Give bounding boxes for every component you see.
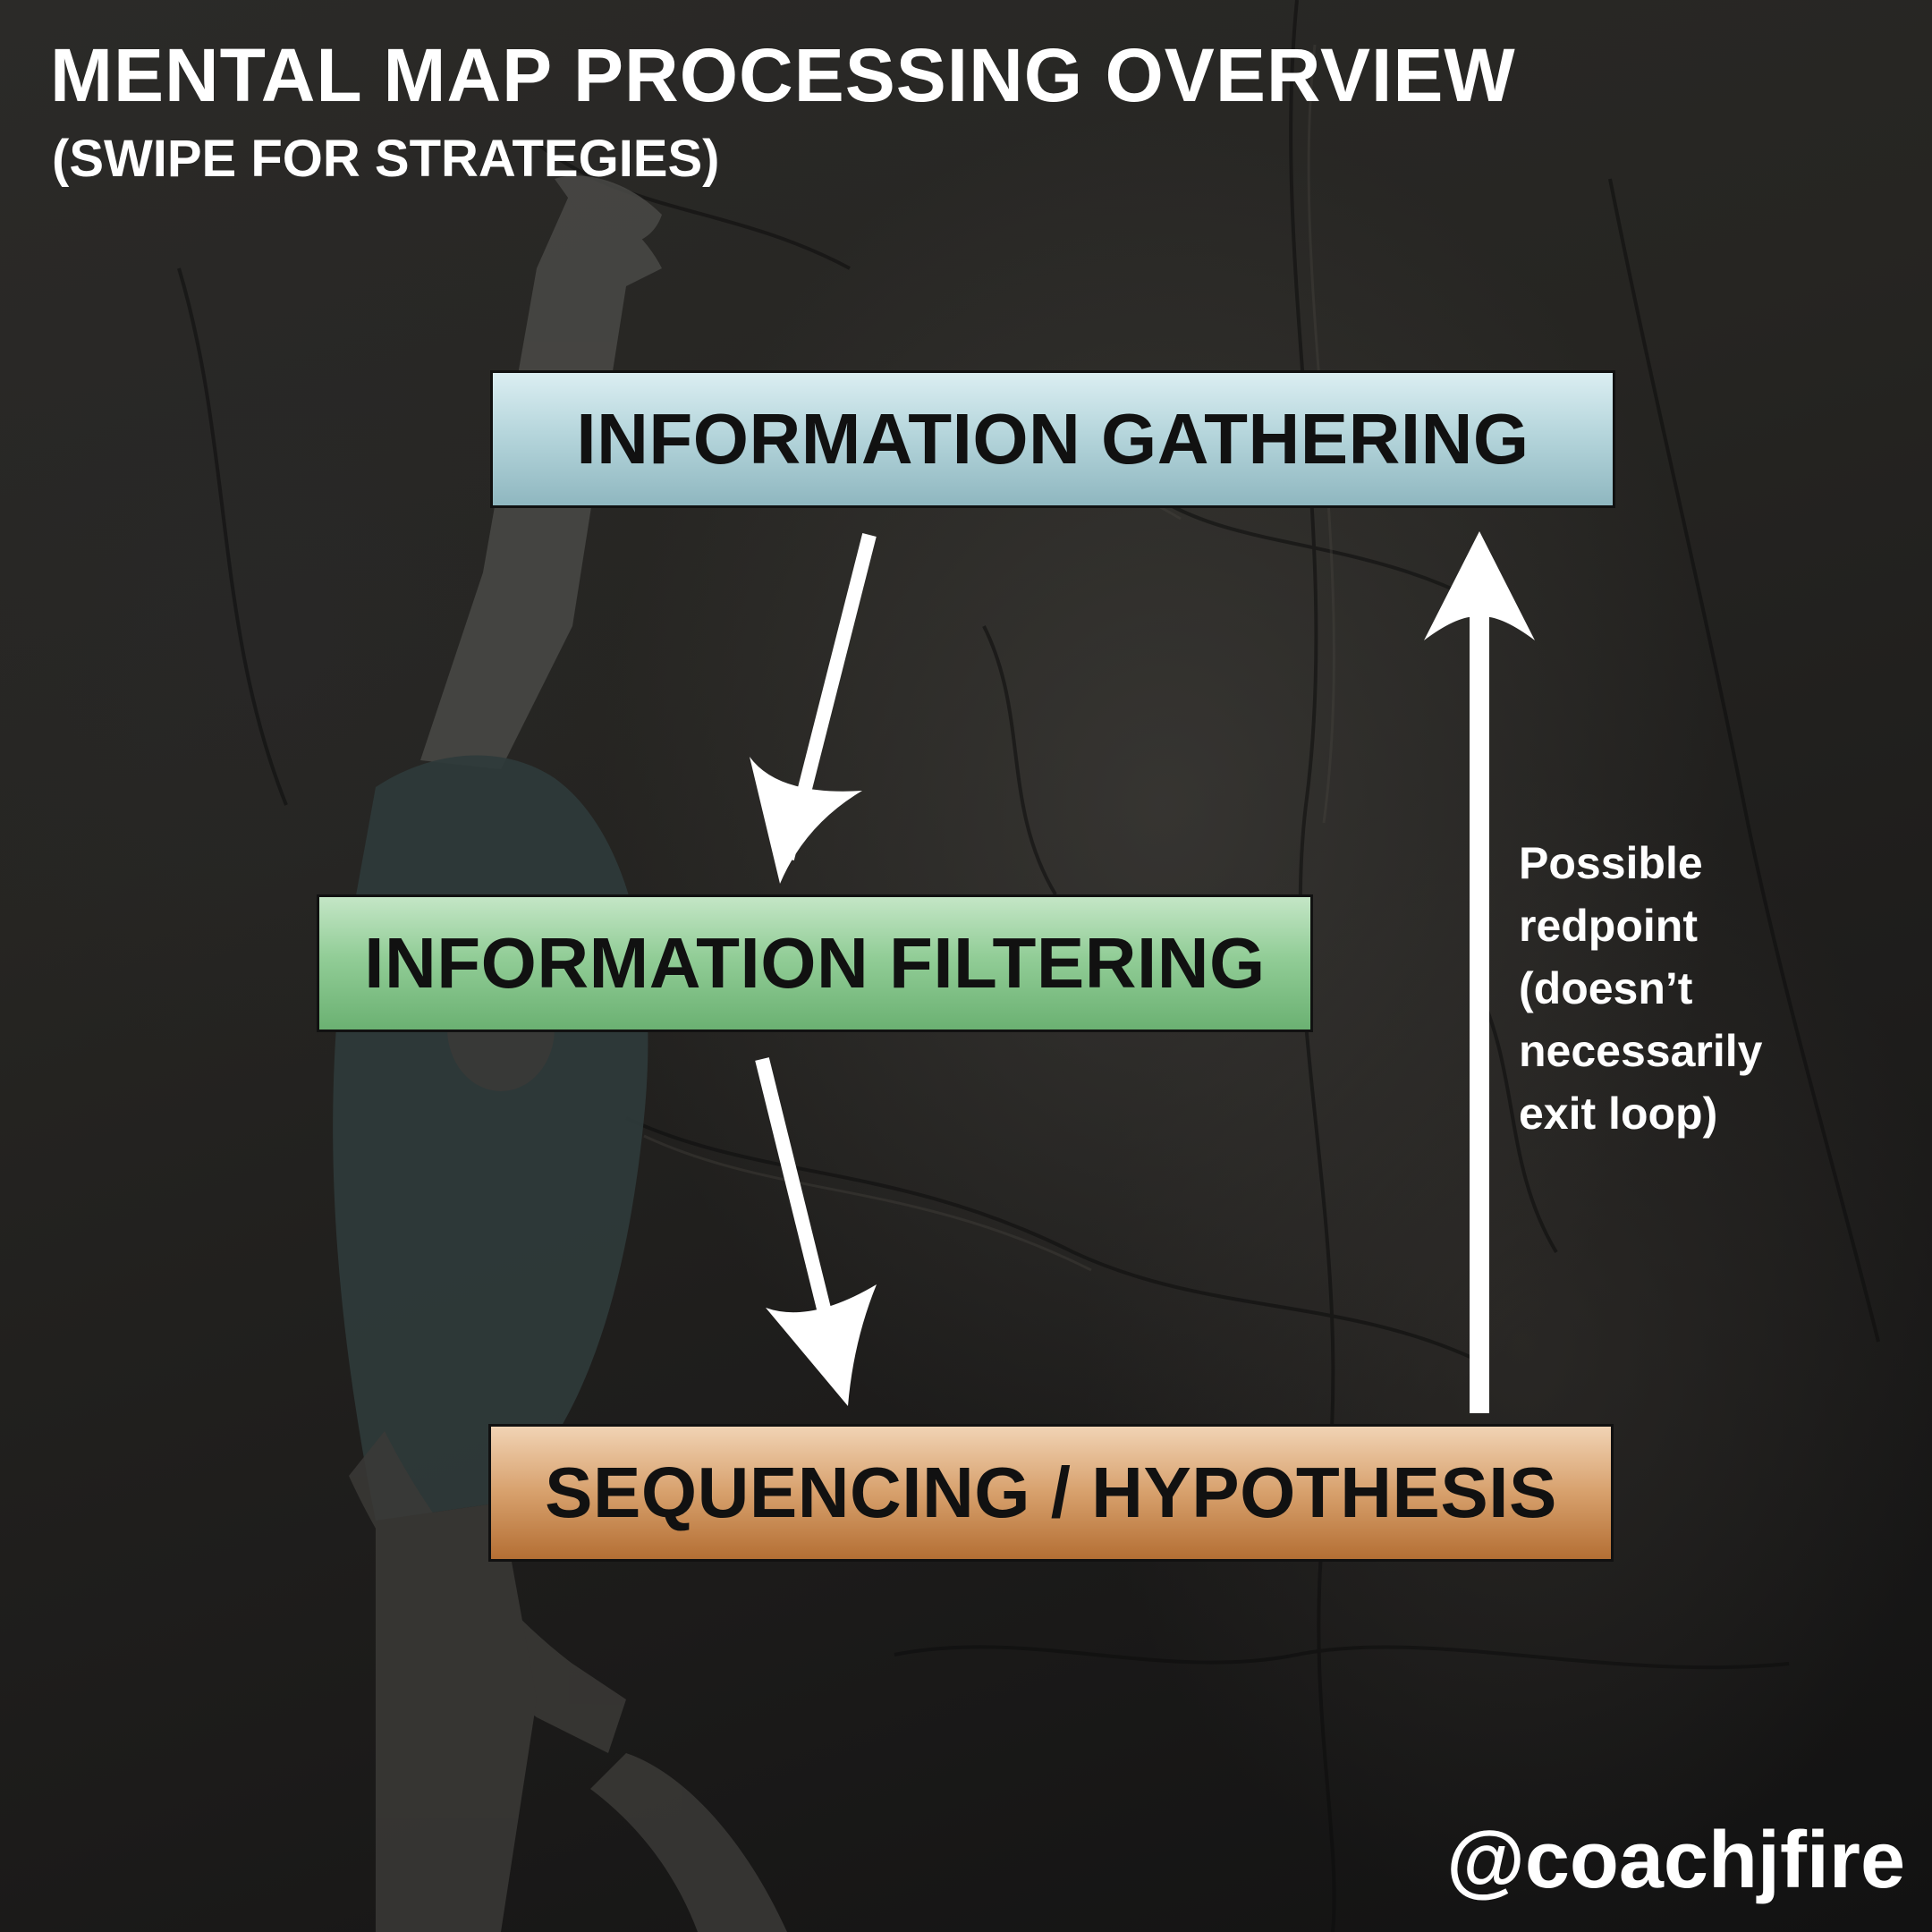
node-label-sequencing: SEQUENCING / HYPOTHESIS — [545, 1453, 1557, 1532]
node-information-gathering: INFORMATION GATHERING — [490, 370, 1615, 508]
diagram-title: MENTAL MAP PROCESSING OVERVIEW — [50, 33, 1516, 117]
loop-annotation-line: necessarily — [1519, 1026, 1763, 1076]
author-handle: @coachjfire — [1446, 1816, 1905, 1905]
node-sequencing-hypothesis: SEQUENCING / HYPOTHESIS — [488, 1424, 1614, 1562]
node-information-filtering: INFORMATION FILTERING — [317, 894, 1313, 1032]
loop-annotation-line: Possible — [1519, 838, 1703, 888]
loop-annotation: Possible redpoint (doesn’t necessarily e… — [1519, 832, 1762, 1145]
loop-annotation-line: (doesn’t — [1519, 963, 1693, 1013]
node-label-gathering: INFORMATION GATHERING — [576, 399, 1530, 479]
arrow-gathering-to-filtering — [750, 533, 877, 884]
arrow-sequencing-to-gathering — [1424, 531, 1535, 1413]
loop-annotation-line: exit loop) — [1519, 1089, 1718, 1139]
loop-annotation-line: redpoint — [1519, 901, 1698, 951]
diagram-subtitle: (SWIPE FOR STRATEGIES) — [52, 130, 720, 188]
arrow-filtering-to-sequencing — [755, 1057, 877, 1406]
node-label-filtering: INFORMATION FILTERING — [364, 923, 1266, 1003]
